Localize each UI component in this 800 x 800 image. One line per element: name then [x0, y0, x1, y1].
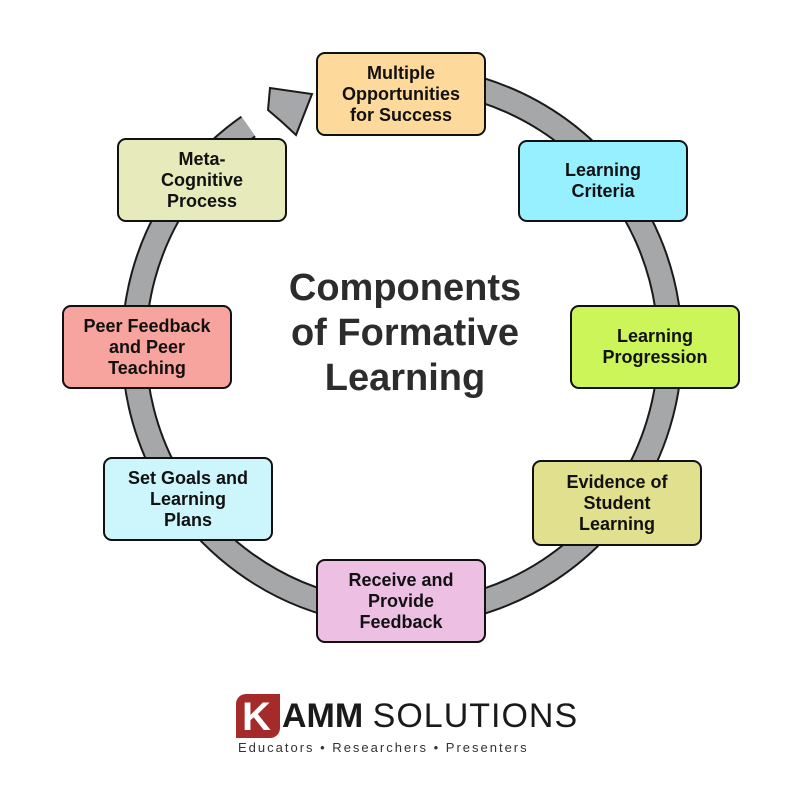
cycle-arrow-head: [266, 86, 314, 137]
node-learning-criteria: Learning Criteria: [518, 140, 688, 222]
logo-word-bold: AMM: [282, 697, 364, 735]
node-learning-progression: Learning Progression: [570, 305, 740, 389]
diagram-title: Components of Formative Learning: [288, 267, 522, 399]
logo-word-thin: SOLUTIONS: [372, 697, 579, 735]
node-peer-feedback: Peer Feedback and Peer Teaching: [62, 305, 232, 389]
node-meta-cognitive: Meta- Cognitive Process: [117, 138, 287, 222]
logo-wordmark: AMM SOLUTIONS: [282, 696, 578, 736]
logo-mark: K: [236, 694, 280, 738]
kamm-solutions-logo: K AMM SOLUTIONS Educators • Researchers …: [232, 694, 577, 764]
node-receive-provide-feedback: Receive and Provide Feedback: [316, 559, 486, 643]
logo-tagline: Educators • Researchers • Presenters: [238, 740, 529, 755]
logo-mark-letter: K: [242, 695, 271, 738]
node-set-goals: Set Goals and Learning Plans: [103, 457, 273, 541]
node-multiple-opportunities: Multiple Opportunities for Success: [316, 52, 486, 136]
node-evidence-of-student-learning: Evidence of Student Learning: [532, 460, 702, 546]
